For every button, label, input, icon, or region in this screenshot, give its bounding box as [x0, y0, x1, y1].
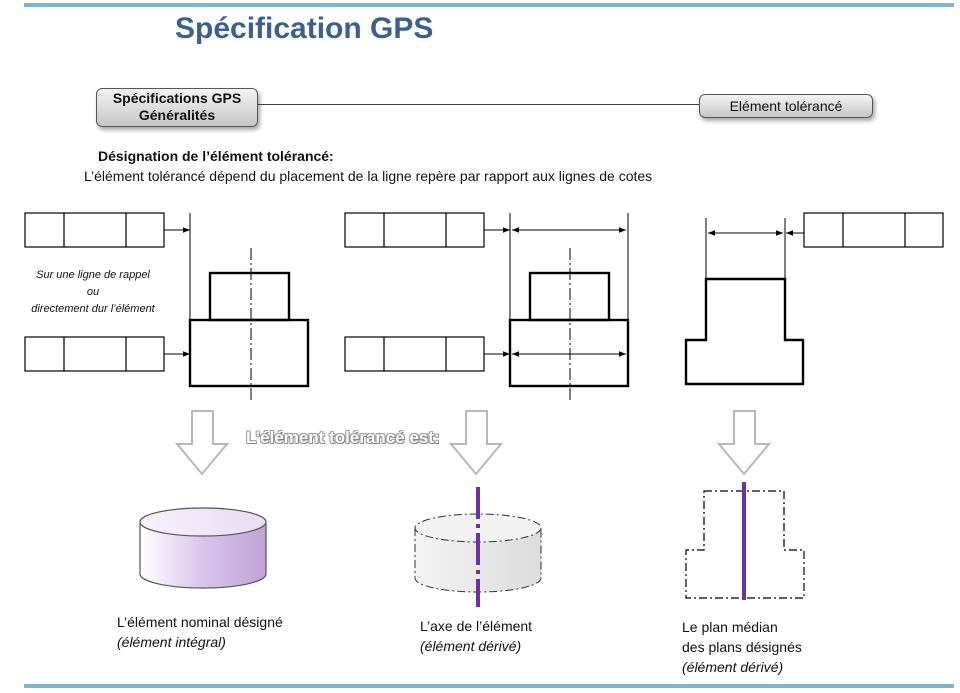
tolerance-frame-3: [803, 212, 944, 248]
breadcrumb-connector: [256, 104, 700, 105]
down-arrow-2: [448, 410, 504, 476]
tolerance-frame-2a: [344, 212, 485, 248]
breadcrumb-parent-line2: Généralités: [138, 107, 216, 123]
part-outline-3: [684, 277, 805, 386]
result-caption-1: L’élément nominal désigné (élément intég…: [117, 612, 283, 652]
part-outline-2: [508, 271, 630, 388]
result-caption-2-line1: L’axe de l’élément: [420, 618, 533, 634]
result-caption-3-line1: Le plan médian: [682, 619, 778, 635]
bottom-rule: [24, 684, 954, 688]
page-title: Spécification GPS: [175, 12, 434, 45]
side-note: Sur une ligne de rappel ou directement d…: [8, 267, 178, 318]
axis-cylinder-shape: [414, 487, 542, 607]
result-caption-1-line2: (élément intégral): [117, 634, 226, 650]
result-caption-3-line2: des plans désignés: [682, 639, 802, 655]
section-heading: Désignation de l’élément tolérancé:: [98, 148, 334, 164]
nominal-cylinder-shape: [139, 507, 267, 589]
tolerance-frame-1a: [24, 212, 165, 248]
breadcrumb-parent[interactable]: Spécifications GPS Généralités: [96, 88, 258, 127]
result-caption-3: Le plan médian des plans désignés (éléme…: [682, 617, 802, 677]
result-caption-2: L’axe de l’élément (élément dérivé): [420, 616, 532, 656]
side-note-line2: ou: [86, 286, 100, 298]
breadcrumb-current[interactable]: Elément tolérancé: [699, 94, 873, 118]
tolerance-frame-2b: [344, 336, 485, 372]
part-outline-1: [188, 271, 310, 388]
breadcrumb-parent-line1: Spécifications GPS: [112, 90, 242, 106]
tolerated-element-label: L’élément tolérancé est:: [246, 428, 440, 447]
side-note-line3: directement dur l’élément: [31, 303, 155, 315]
down-arrow-1: [174, 410, 230, 476]
tolerance-frame-1b: [24, 336, 165, 372]
result-caption-1-line1: L’élément nominal désigné: [117, 614, 283, 630]
top-rule: [24, 3, 954, 7]
median-plane-shape: [685, 482, 805, 600]
result-caption-3-line3: (élément dérivé): [682, 659, 784, 675]
down-arrow-3: [716, 410, 772, 476]
result-caption-2-line2: (élément dérivé): [420, 638, 522, 654]
side-note-line1: Sur une ligne de rappel: [36, 269, 150, 281]
section-description: L’élément tolérancé dépend du placement …: [84, 168, 653, 184]
